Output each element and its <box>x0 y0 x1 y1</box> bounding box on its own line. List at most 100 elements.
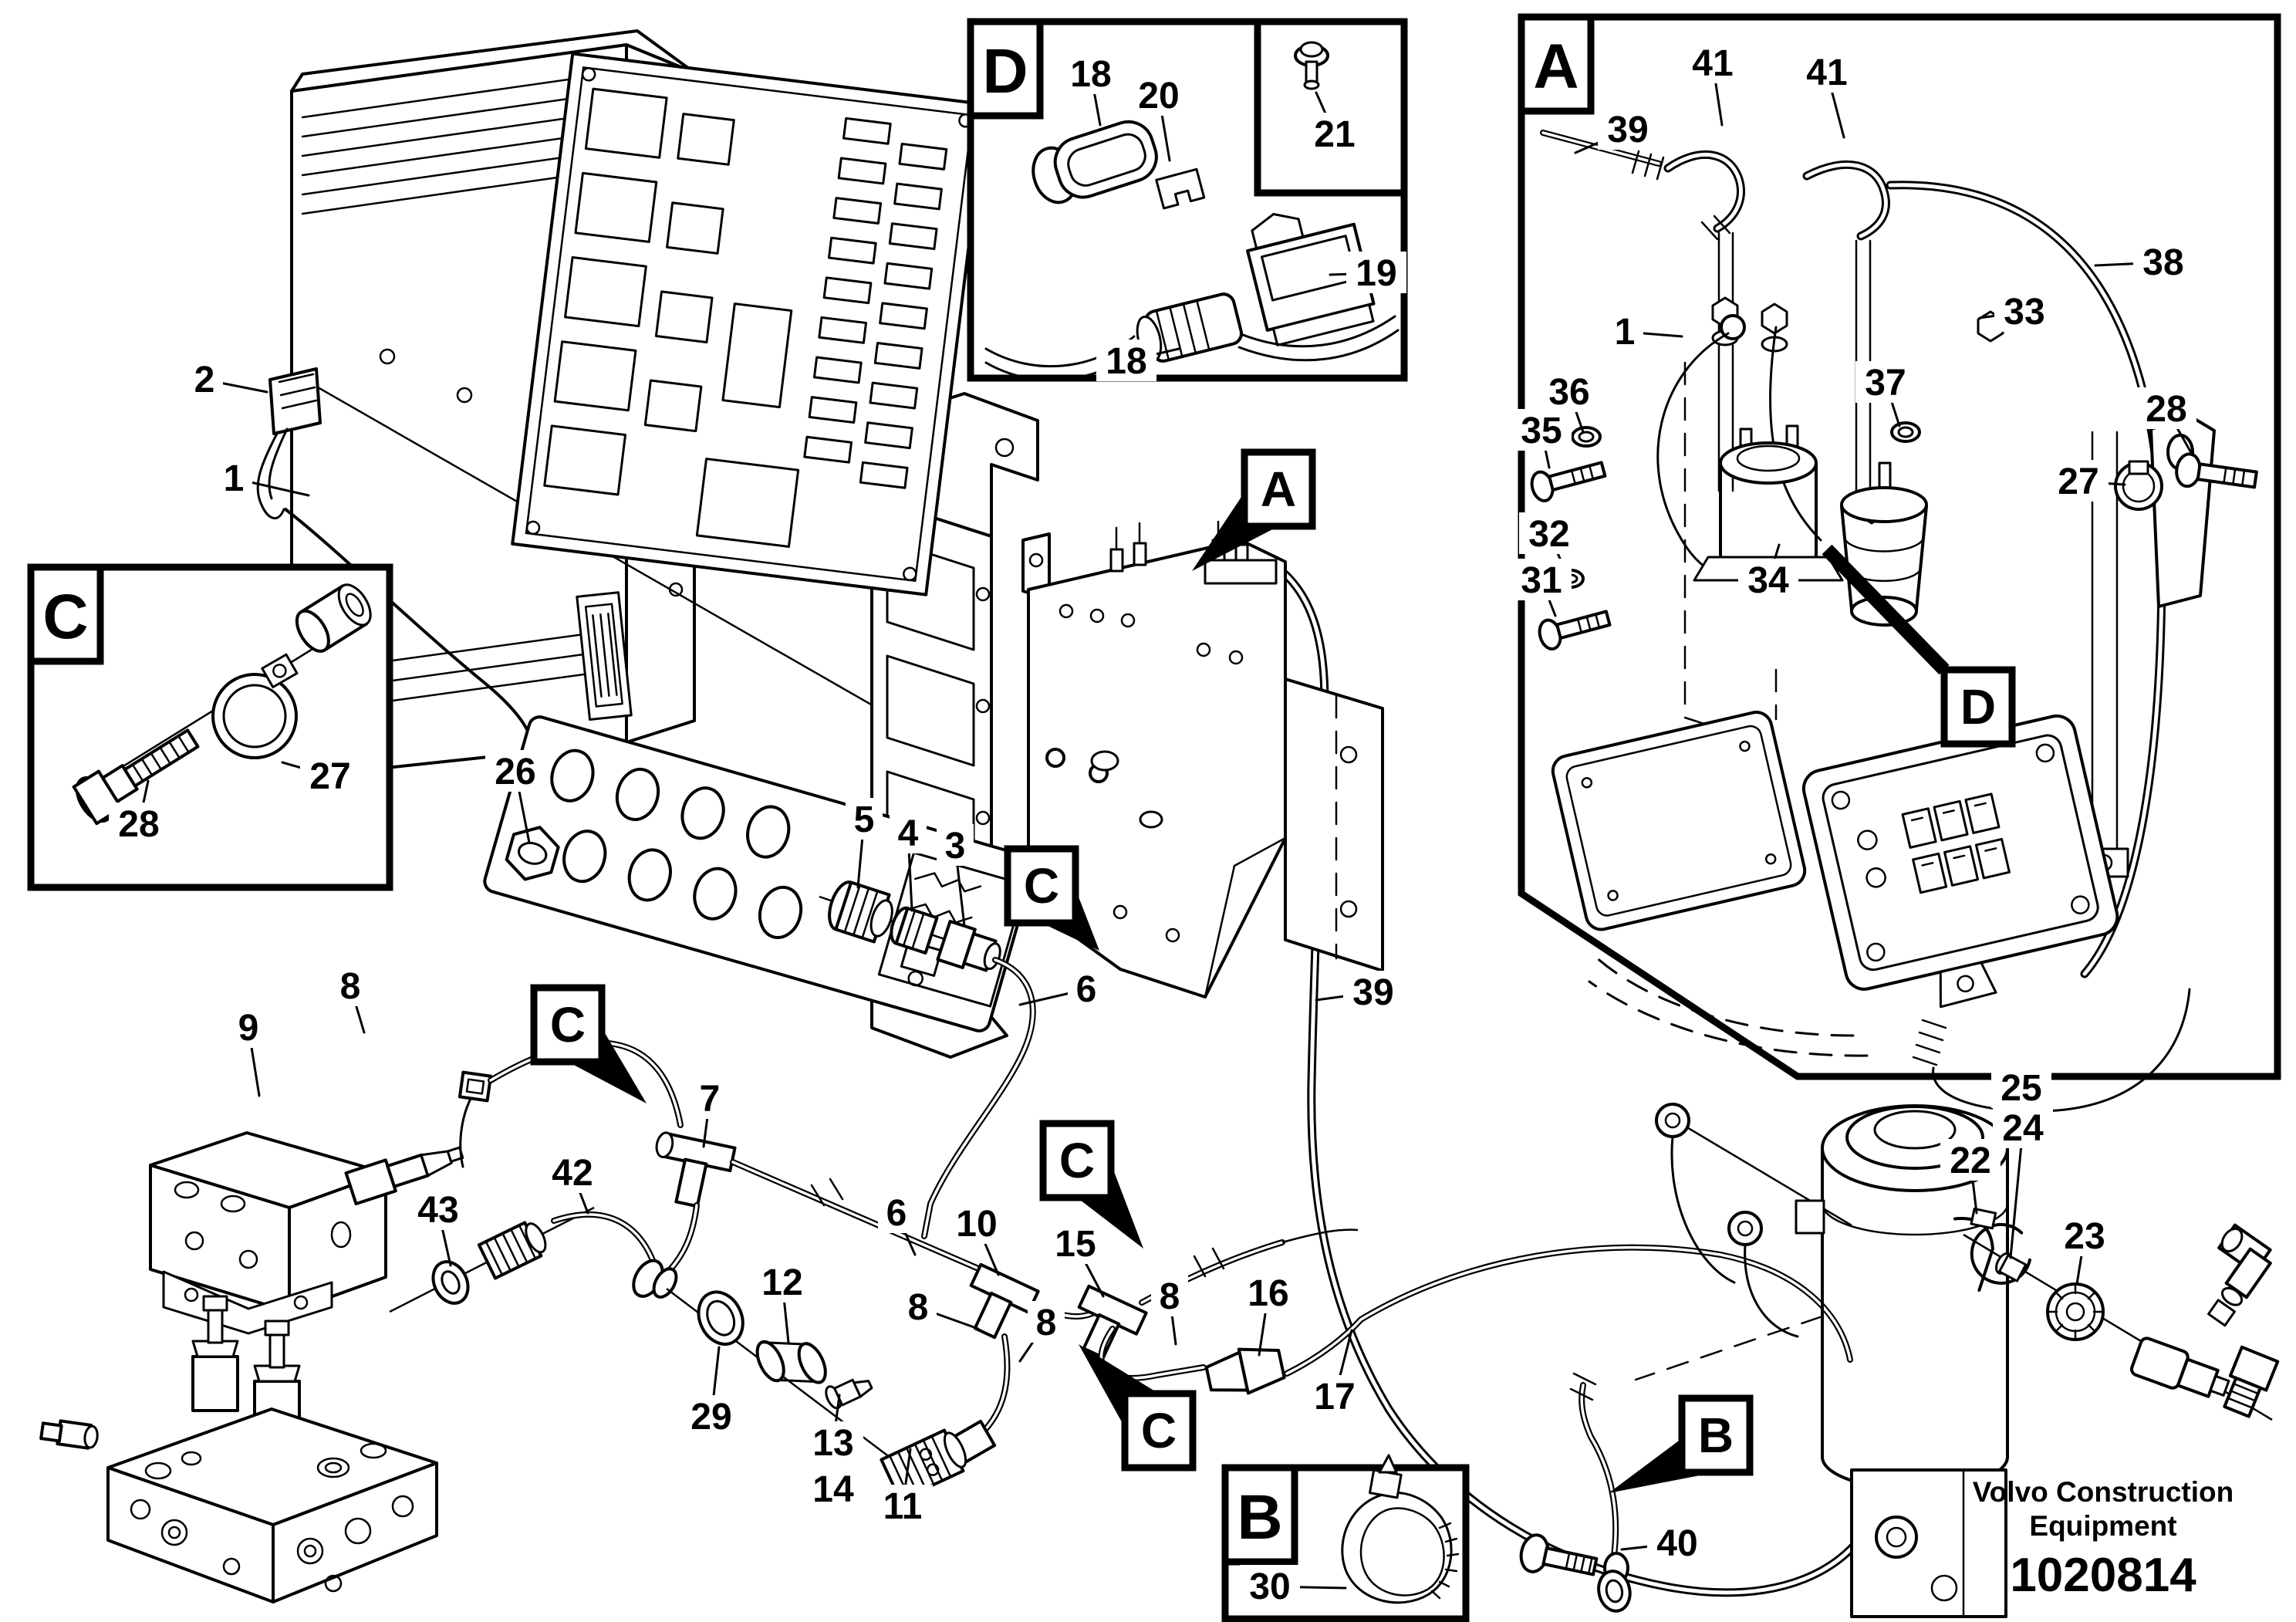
callout-25-text: 25 <box>2001 1068 2041 1109</box>
callout-31: 31 <box>1511 559 1572 617</box>
callout-1-text: 1 <box>1615 312 1636 353</box>
callout-9-text: 9 <box>238 1008 259 1049</box>
frame-c-letter-box <box>27 563 104 665</box>
callout-27: 27 <box>281 755 360 797</box>
callout-19-text: 19 <box>1356 253 1396 294</box>
callout-39: 39 <box>1315 971 1403 1013</box>
callout-1: 1 <box>1606 310 1683 353</box>
callout-30-text: 30 <box>1249 1566 1290 1607</box>
hose-8-harness <box>632 1131 1853 1502</box>
callout-32: 32 <box>1519 512 1579 574</box>
callout-18-text: 18 <box>1070 54 1111 95</box>
callout-8-text: 8 <box>1160 1276 1180 1317</box>
fittings-5-4-3 <box>819 880 1036 1239</box>
cover-plate <box>1551 711 1807 931</box>
frame-a-letter-box <box>1518 13 1595 115</box>
callout-3-text: 3 <box>945 826 966 867</box>
arrow-c-left: C <box>530 984 647 1103</box>
callout-28-text: 28 <box>118 804 159 845</box>
callout-6: 6 <box>878 1191 917 1256</box>
callout-4-text: 4 <box>898 813 919 854</box>
callout-27: 27 <box>2048 460 2126 502</box>
callout-13-text: 13 <box>812 1423 853 1464</box>
straight-fitting <box>2223 1345 2280 1418</box>
frame-b-letter: B <box>1237 1482 1282 1553</box>
callout-2: 2 <box>186 358 268 400</box>
callout-17-text: 17 <box>1314 1377 1355 1418</box>
callout-27-text: 27 <box>2058 461 2098 502</box>
relay-circuit-board <box>511 52 988 596</box>
callout-2-text: 2 <box>194 360 215 400</box>
callout-8: 8 <box>1018 1301 1065 1363</box>
arrow-c-mid-letter: C <box>1059 1133 1095 1188</box>
pressure-switch <box>2130 1336 2230 1398</box>
callout-26: 26 <box>485 750 545 844</box>
callout-1-text: 1 <box>224 458 245 499</box>
callout-4: 4 <box>890 812 927 912</box>
callout-41: 41 <box>1683 42 1743 127</box>
callout-38: 38 <box>2094 241 2193 283</box>
arrow-c-mid-box <box>1039 1120 1115 1201</box>
arrow-c-upper-box <box>1004 845 1079 927</box>
callout-6-text: 6 <box>886 1193 907 1234</box>
arrow-c-upper: C <box>1004 845 1099 951</box>
arrow-d-letter: D <box>1960 679 1996 735</box>
callout-11-text: 11 <box>883 1486 923 1527</box>
coupling-nut <box>477 1221 547 1280</box>
callout-8: 8 <box>1151 1275 1188 1346</box>
spacer-bushing <box>295 583 372 653</box>
callout-22-text: 22 <box>1950 1140 1990 1181</box>
arrow-c-lower-letter: C <box>1141 1403 1177 1458</box>
callout-37-text: 37 <box>1865 363 1906 404</box>
callout-24-text: 24 <box>2002 1108 2044 1149</box>
callout-23: 23 <box>2055 1215 2115 1286</box>
callout-8-text: 8 <box>340 966 361 1007</box>
callout-3: 3 <box>937 824 974 928</box>
arrow-a: A <box>1192 448 1316 571</box>
callout-23-text: 23 <box>2064 1216 2105 1257</box>
callout-18: 18 <box>1061 52 1121 127</box>
callout-43: 43 <box>408 1188 468 1267</box>
callout-33-text: 33 <box>2004 292 2044 333</box>
arrow-c-left-box <box>530 984 606 1066</box>
arrow-c-left-letter: C <box>550 997 586 1053</box>
frame-a-content <box>1530 130 2258 1113</box>
ferrule-24-25 <box>1995 1252 2028 1282</box>
callout-26-text: 26 <box>495 752 535 792</box>
callout-42-text: 42 <box>552 1153 593 1194</box>
callout-8: 8 <box>900 1286 980 1330</box>
callout-24: 24 <box>1993 1107 2053 1259</box>
callout-36-text: 36 <box>1548 372 1589 413</box>
elbow-connector-22 <box>1953 1207 2032 1293</box>
pressure-sensor-block <box>149 1025 684 1335</box>
callout-7-text: 7 <box>700 1079 721 1120</box>
callout-40-text: 40 <box>1656 1523 1697 1564</box>
callout-16-text: 16 <box>1248 1273 1288 1314</box>
flange-bolt <box>1519 1533 1599 1576</box>
callout-21-text: 21 <box>1314 114 1355 155</box>
callout-43-text: 43 <box>417 1190 458 1231</box>
callout-11: 11 <box>873 1448 933 1527</box>
sleeve-12 <box>755 1340 827 1384</box>
nut-26 <box>505 826 560 881</box>
callout-8: 8 <box>332 965 369 1034</box>
callout-42: 42 <box>542 1151 603 1215</box>
arrow-c-lower-box <box>1121 1390 1197 1472</box>
callout-41: 41 <box>1797 51 1857 139</box>
callout-20-text: 20 <box>1138 76 1179 117</box>
connector-18-lower <box>1136 292 1243 363</box>
frame-d-letter: D <box>982 36 1028 106</box>
arrow-c-lower: C <box>1079 1344 1197 1472</box>
ground-cable-40 <box>1519 1372 1632 1613</box>
brand-line2: Equipment <box>2029 1510 2176 1542</box>
callout-35-text: 35 <box>1521 411 1562 451</box>
knurled-nut-23 <box>2046 1282 2105 1341</box>
callout-39: 39 <box>1574 108 1658 154</box>
callout-30: 30 <box>1240 1565 1347 1607</box>
frame-d-letter-box <box>967 18 1044 120</box>
callout-22: 22 <box>1940 1139 2001 1215</box>
callout-39-text: 39 <box>1352 972 1393 1013</box>
arrow-a-letter: A <box>1261 461 1296 517</box>
